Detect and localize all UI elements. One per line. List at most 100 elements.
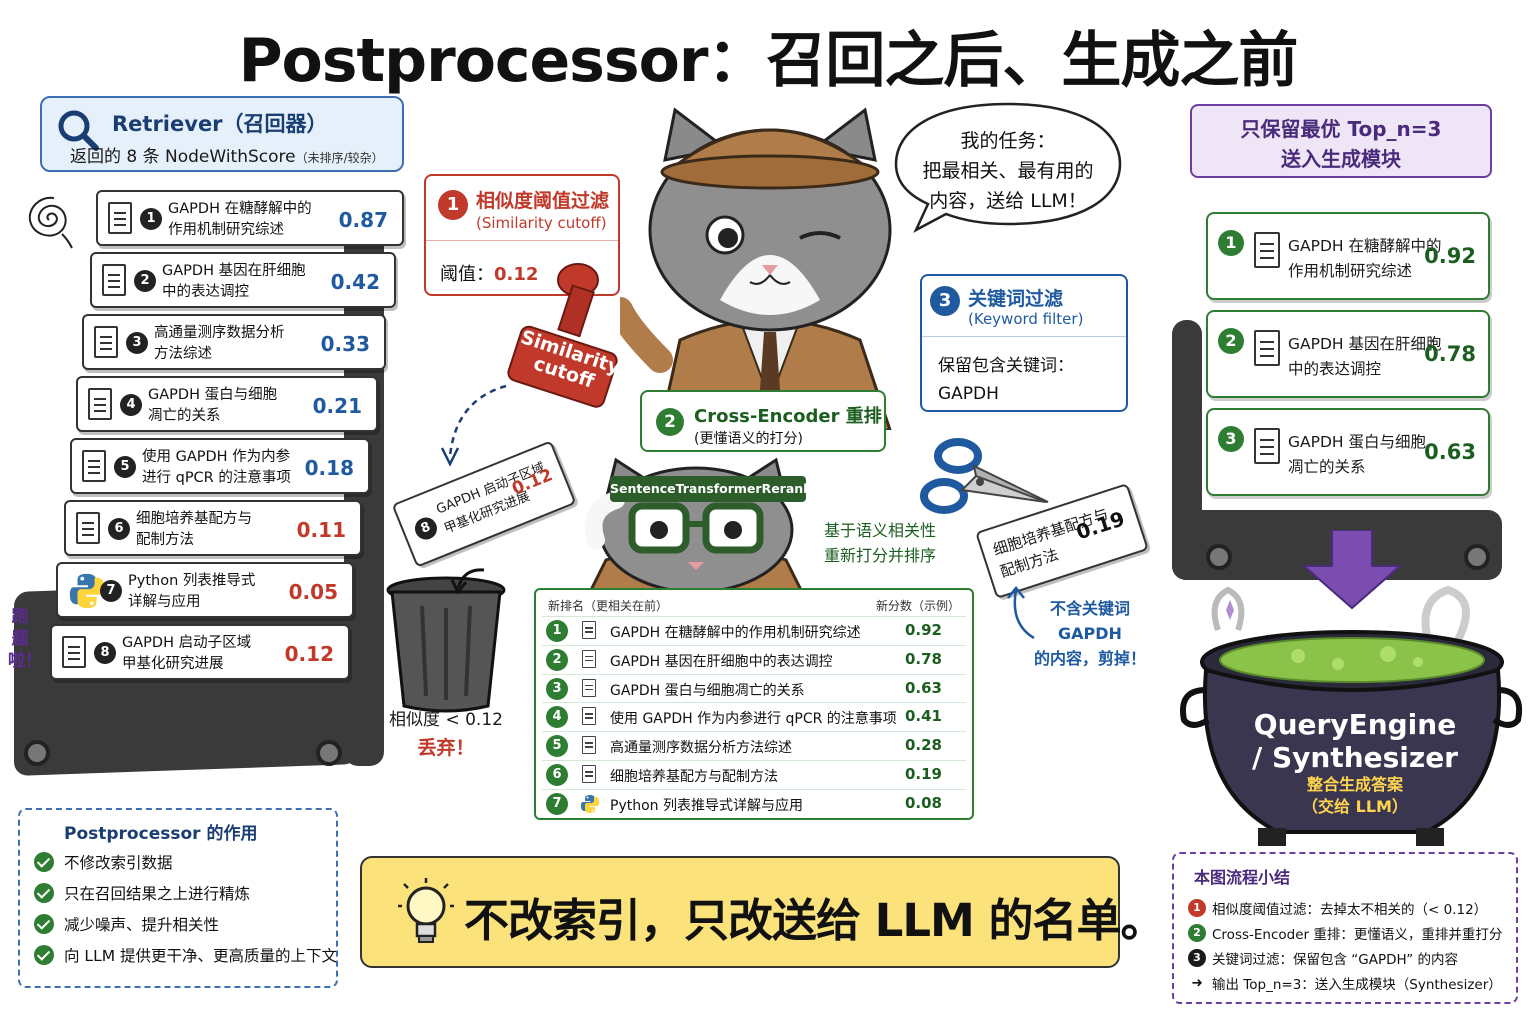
banner-text: 不改索引，只改送给 LLM 的名单。 bbox=[464, 894, 1165, 947]
offtopic-label: 跑题啦！ bbox=[8, 607, 42, 671]
step-badge: 2 bbox=[1188, 924, 1206, 942]
role-item-text: 减少噪声、提升相关性 bbox=[64, 916, 220, 934]
doc-number-badge: 1 bbox=[140, 208, 162, 230]
document-icon bbox=[108, 202, 132, 234]
doc-number-badge: 4 bbox=[120, 394, 142, 416]
step-badge-1: 1 bbox=[438, 190, 468, 220]
doc-number-badge: 6 bbox=[108, 518, 130, 540]
step-badge: 1 bbox=[1188, 899, 1206, 917]
doc-score: 0.05 bbox=[288, 580, 338, 604]
doc-score: 0.92 bbox=[1424, 244, 1476, 268]
python-icon bbox=[68, 572, 106, 610]
divider bbox=[426, 240, 618, 241]
rerank-score: 0.78 bbox=[904, 649, 942, 668]
document-icon bbox=[582, 621, 596, 639]
retriever-note: （未排序/较杂） bbox=[295, 151, 384, 165]
role-item-text: 不修改索引数据 bbox=[64, 854, 173, 872]
role-title: Postprocessor 的作用 bbox=[64, 824, 258, 844]
rerank-score: 0.19 bbox=[904, 765, 942, 783]
rerank-doc-title: GAPDH 在糖酵解中的作用机制研究综述 bbox=[610, 625, 861, 641]
rerank-row: 1 GAPDH 在糖酵解中的作用机制研究综述 0.92 bbox=[542, 616, 966, 644]
document-icon bbox=[102, 264, 126, 296]
role-item-text: 只在召回结果之上进行精炼 bbox=[64, 885, 251, 903]
doc-title: GAPDH 在糖酵解中的 作用机制研究综述 bbox=[1288, 237, 1442, 280]
cutoff-subtitle: (Similarity cutoff) bbox=[476, 214, 607, 232]
document-icon bbox=[582, 649, 596, 668]
rerank-score: 0.92 bbox=[904, 621, 942, 639]
doc-title: GAPDH 蛋白与细胞 凋亡的关系 bbox=[148, 387, 278, 424]
document-icon bbox=[582, 707, 596, 726]
discard-action: 丢弃！ bbox=[417, 737, 475, 759]
retriever-subtitle: 返回的 8 条 NodeWithScore（未排序/较杂） bbox=[70, 142, 384, 167]
summary-item-text: 关键词过滤：保留包含 “GAPDH” 的内容 bbox=[1212, 952, 1459, 968]
conveyor-roller bbox=[1206, 544, 1232, 570]
cauldron-line-4: （交给 LLM） bbox=[1302, 797, 1408, 816]
rerank-score: 0.28 bbox=[904, 736, 942, 755]
rerank-score: 0.41 bbox=[904, 707, 942, 726]
semantic-rerank-note: 基于语义相关性 重新打分并排序 bbox=[824, 521, 937, 565]
rank-badge: 3 bbox=[546, 677, 568, 700]
doc-score: 0.12 bbox=[284, 642, 334, 666]
down-arrow-icon bbox=[1301, 530, 1403, 610]
lightbulb-icon bbox=[398, 878, 454, 943]
doc-number-badge: 5 bbox=[114, 456, 136, 478]
rerank-score: 0.08 bbox=[904, 793, 942, 812]
key-message-banner: 不改索引，只改送给 LLM 的名单。 bbox=[360, 856, 1165, 968]
summary-item-text: 相似度阈值过滤：去掉太不相关的（< 0.12） bbox=[1212, 902, 1488, 918]
document-icon bbox=[582, 678, 596, 697]
document-icon bbox=[1254, 428, 1280, 464]
cross-encoder-box: 2 Cross-Encoder 重排 (更懂语义的打分) bbox=[640, 390, 886, 452]
check-icon bbox=[34, 914, 54, 934]
rank-badge: 2 bbox=[546, 648, 568, 671]
summary-item: 1 相似度阈值过滤：去掉太不相关的（< 0.12） bbox=[1188, 898, 1487, 920]
conveyor-roller bbox=[24, 740, 50, 766]
magnifier-icon bbox=[58, 110, 99, 151]
rerank-doc-title: GAPDH 基因在肝细胞中的表达调控 bbox=[610, 653, 833, 670]
rank-badge: 1 bbox=[546, 620, 568, 642]
document-icon bbox=[62, 636, 86, 668]
cross-encoder-title: Cross-Encoder 重排 bbox=[694, 406, 882, 427]
discard-condition: 相似度 < 0.12 bbox=[389, 710, 503, 730]
doc-number-badge: 7 bbox=[100, 580, 122, 602]
speech-bubble-shape bbox=[894, 102, 1122, 233]
keyword-filter-box: 3 关键词过滤 (Keyword filter) 保留包含关键词： GAPDH bbox=[920, 274, 1128, 412]
discard-arrow-icon bbox=[440, 384, 507, 467]
rank-badge: 3 bbox=[1218, 426, 1244, 452]
doc-title: GAPDH 基因在肝细胞 中的表达调控 bbox=[1288, 335, 1442, 378]
cauldron-line-2: / Synthesizer bbox=[1252, 741, 1458, 774]
summary-item-text: 输出 Top_n=3：送入生成模块（Synthesizer） bbox=[1212, 977, 1502, 993]
detective-cat-illustration bbox=[620, 107, 892, 430]
cutoff-threshold: 阈值：0.12 bbox=[440, 260, 538, 286]
doc-score: 0.78 bbox=[1424, 342, 1476, 366]
doc-score: 0.21 bbox=[312, 394, 362, 418]
rank-badge: 5 bbox=[546, 735, 568, 758]
topn-line-2: 送入生成模块 bbox=[1281, 147, 1401, 171]
retriever-subtitle-text: 返回的 8 条 NodeWithScore bbox=[70, 147, 296, 167]
rerank-doc-title: GAPDH 蛋白与细胞凋亡的关系 bbox=[610, 682, 805, 699]
keyword-subtitle: (Keyword filter) bbox=[968, 310, 1084, 328]
speech-text: 我的任务： 把最相关、最有用的 内容，送给 LLM！ bbox=[922, 130, 1094, 212]
scissors-icon bbox=[920, 438, 1049, 514]
rerank-doc-title: 使用 GAPDH 作为内参进行 qPCR 的注意事项 bbox=[610, 711, 897, 728]
threshold-label: 阈值： bbox=[440, 264, 494, 285]
document-icon bbox=[94, 326, 118, 358]
topn-line-1: 只保留最优 Top_n=3 bbox=[1240, 117, 1442, 141]
rank-badge: 2 bbox=[1218, 328, 1244, 354]
speech-bubble: 我的任务： 把最相关、最有用的 内容，送给 LLM！ bbox=[892, 100, 1124, 234]
doc-score: 0.87 bbox=[338, 208, 388, 232]
rerank-score: 0.63 bbox=[904, 678, 942, 697]
document-icon bbox=[582, 765, 596, 783]
topn-box: 只保留最优 Top_n=3 送入生成模块 bbox=[1190, 104, 1492, 178]
